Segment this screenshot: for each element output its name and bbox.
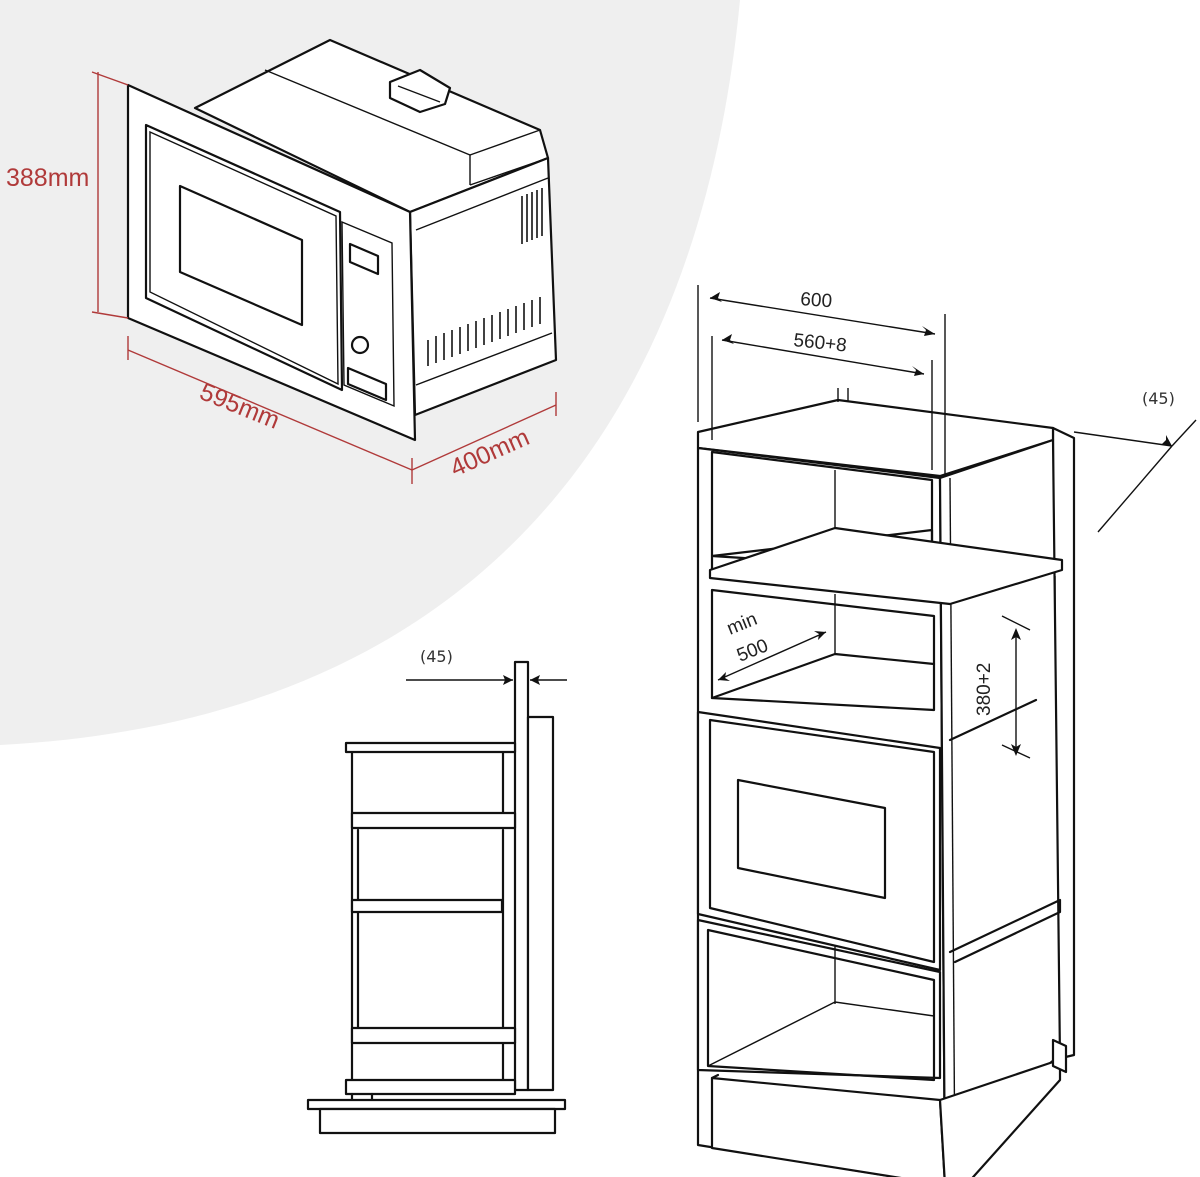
min-depth-dimension	[717, 631, 827, 681]
cabinet-perspective-view	[696, 388, 1076, 1177]
microwave-knob	[350, 335, 370, 355]
niche-height-dimension	[1001, 615, 1031, 759]
top-rear-gap-dimension	[1073, 419, 1197, 533]
microwave-door-release	[346, 366, 388, 402]
cabinet-width-dimensions	[697, 285, 946, 476]
microwave-door	[144, 123, 344, 392]
niche-height-label: 380+2	[974, 663, 995, 716]
installed-microwave-window	[736, 778, 887, 900]
microwave-display	[348, 242, 380, 276]
side-vent-top	[521, 188, 543, 244]
outer-width-label: 600	[800, 289, 833, 312]
side-rear-gap-label: (45)	[420, 647, 453, 666]
microwave-window	[178, 184, 304, 327]
top-rear-gap-label: (45)	[1142, 389, 1175, 408]
microwave-product-drawing	[126, 38, 558, 442]
height-dimension-label: 388mm	[6, 164, 89, 192]
cabinet-side-view	[306, 660, 567, 1135]
product-dimension-lines	[91, 71, 557, 484]
side-rear-gap-dimension	[406, 675, 567, 685]
side-vent-bottom	[427, 297, 541, 366]
